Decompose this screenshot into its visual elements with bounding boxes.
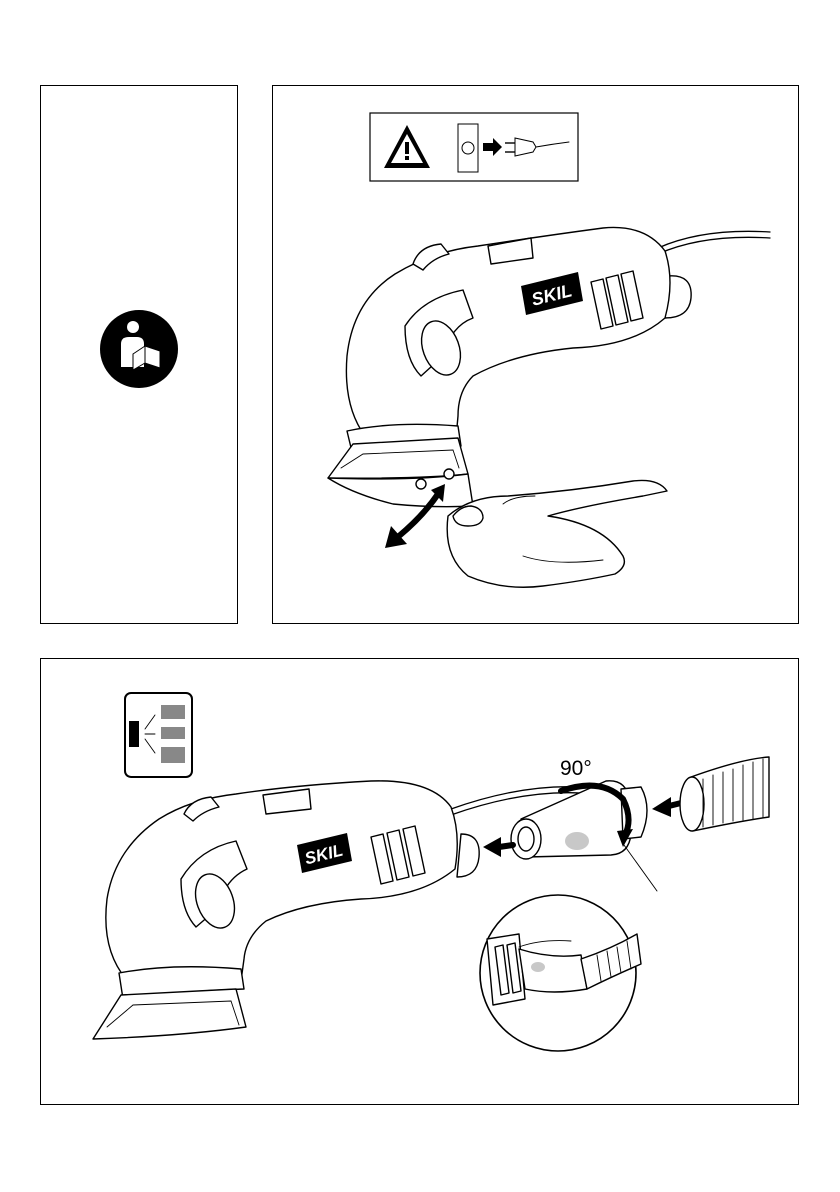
dust-extraction-adapter-icon [125,693,192,777]
read-manual-icon [41,86,239,625]
vent-slots [591,271,643,329]
callout-line [624,845,657,891]
detail-sander-illustration: SKIL [328,227,691,506]
unplug-warning-label [370,113,578,181]
sanding-sheet-panel: SKIL [272,85,799,624]
dust-extraction-panel: SKIL [40,658,799,1105]
detail-inset-circle [480,895,641,1051]
vacuum-hose [680,757,769,831]
read-manual-panel [40,85,238,624]
vent-slots-bottom [371,826,425,884]
hand-illustration [447,480,667,587]
detail-sander-illustration-bottom: SKIL [93,781,479,1039]
rotation-angle-label: 90° [560,757,592,780]
